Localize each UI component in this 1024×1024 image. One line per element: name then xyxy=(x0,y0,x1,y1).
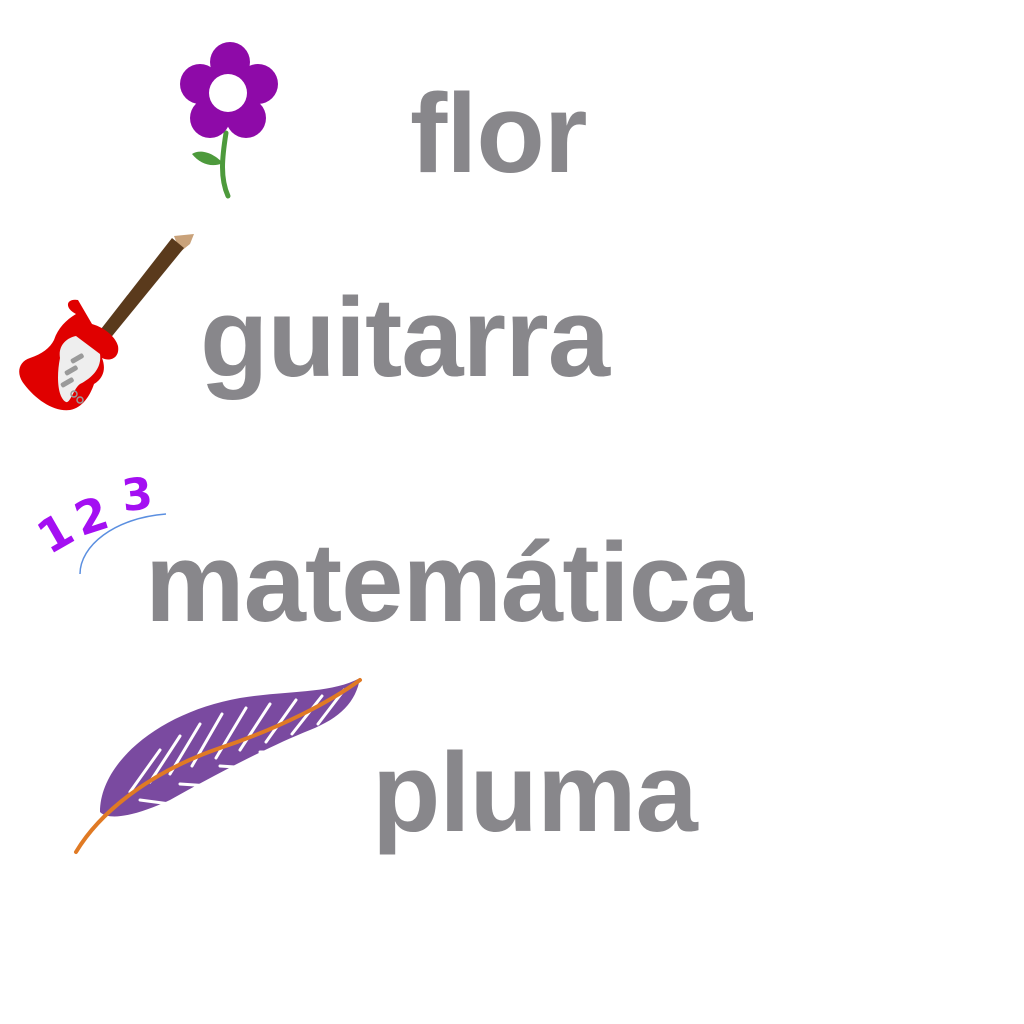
guitar-icon xyxy=(19,234,194,411)
numbers-123-icon: 1 2 3 xyxy=(34,468,167,575)
feather-icon xyxy=(74,678,362,854)
word-flor: flor xyxy=(410,71,587,196)
word-guitarra: guitarra xyxy=(200,275,610,400)
svg-text:3: 3 xyxy=(119,468,155,522)
word-pluma: pluma xyxy=(372,730,698,855)
flower-icon xyxy=(180,42,278,199)
word-matematica: matemática xyxy=(145,520,752,645)
